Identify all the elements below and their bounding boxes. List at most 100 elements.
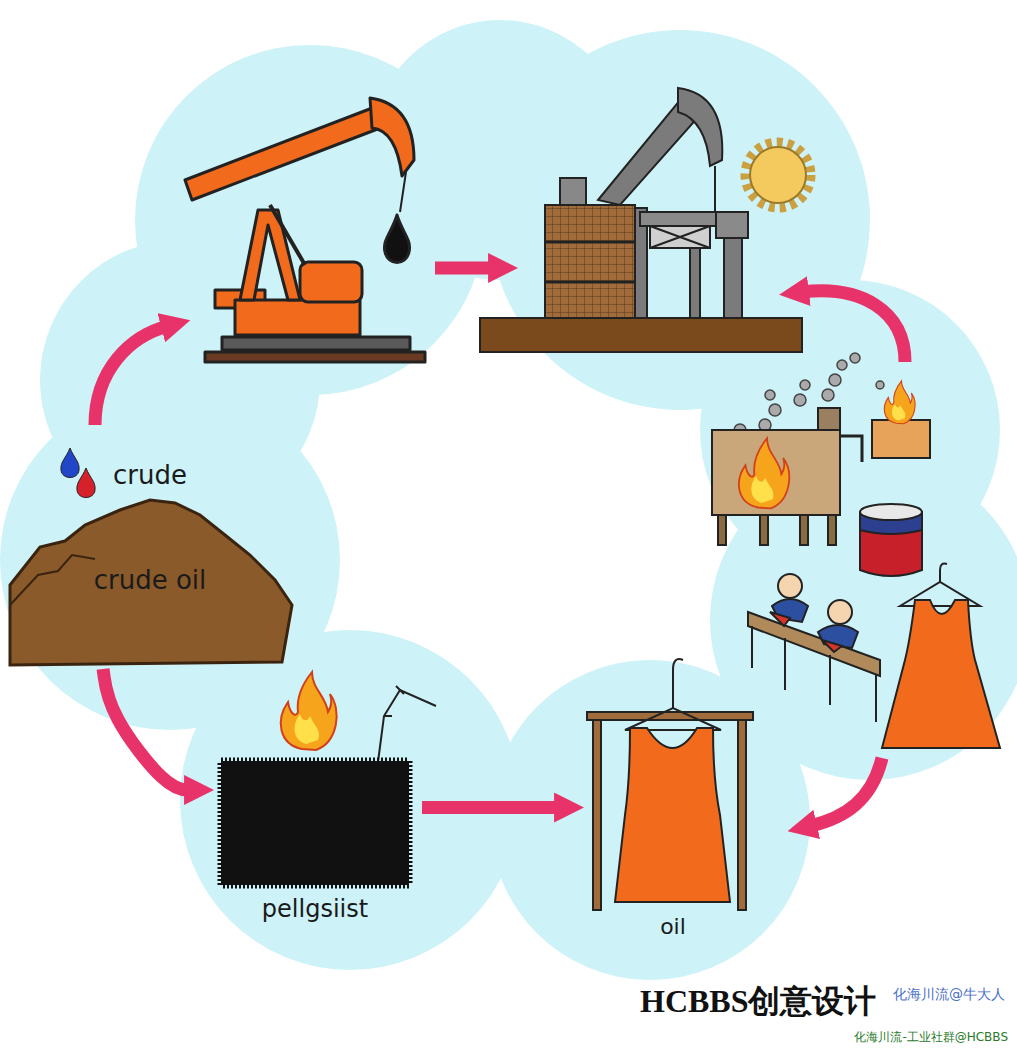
dress-on-hanger [940, 564, 947, 582]
factory [712, 353, 930, 576]
sewing-table [751, 626, 753, 668]
cycle-arrows [802, 291, 905, 362]
fire [751, 476, 773, 503]
oil-droplets [61, 448, 95, 498]
sewing-table [748, 612, 880, 676]
factory [829, 374, 841, 386]
crude-oil-node: crude crude oil [10, 455, 292, 667]
fire [281, 672, 337, 750]
dress-node: oil [585, 650, 760, 945]
sewing-table [784, 638, 786, 690]
cloud-ground [0, 20, 1017, 980]
node-label: oil [660, 914, 686, 940]
fire [739, 438, 789, 508]
factory [765, 390, 775, 400]
refinery [724, 238, 742, 318]
oil-droplets [77, 468, 95, 498]
sewing-table [748, 574, 880, 722]
factory [818, 408, 840, 432]
factory [760, 515, 768, 545]
refinery [650, 226, 710, 248]
label-holder: 化海川流-工业社群@HCBBS [854, 1030, 1008, 1044]
fire [884, 381, 915, 424]
mat-node: pellgsiist [215, 755, 420, 930]
flow-arrow [103, 669, 191, 790]
refinery [545, 205, 635, 318]
cycle-arrows [95, 326, 168, 425]
dress-on-hanger [882, 600, 1000, 748]
sewing-table [770, 612, 842, 652]
label-holder: 化海川流@牛大人 [893, 986, 1005, 1003]
sun-gear [745, 142, 811, 208]
sun-gear [750, 147, 806, 203]
cycle-arrows [435, 262, 495, 275]
factory [837, 360, 847, 370]
black-mat [221, 761, 409, 885]
fire [892, 404, 905, 421]
sun-gear [745, 142, 811, 208]
cycle-arrows [810, 758, 882, 826]
factory [860, 504, 922, 520]
sewing-table [828, 600, 852, 624]
dress-part [625, 708, 721, 730]
factory [850, 353, 860, 363]
sewing-table [829, 655, 831, 705]
factory [794, 394, 806, 406]
dress-part [673, 659, 683, 708]
refinery [650, 226, 710, 248]
refinery [716, 212, 748, 238]
pumpjack [300, 262, 362, 302]
factory [860, 512, 922, 576]
node-label: pellgsiist [262, 895, 368, 924]
cloud-ground [490, 660, 810, 980]
fire [884, 381, 915, 424]
crude-oil-mound [10, 500, 292, 665]
pumpjack [235, 300, 360, 335]
dress-part [615, 728, 730, 902]
factory [769, 404, 781, 416]
cloud-ground [40, 240, 320, 520]
pumpjack [400, 172, 406, 212]
factory [876, 381, 884, 389]
factory [800, 515, 808, 545]
dress-on-hanger [882, 564, 1000, 748]
node-shape [585, 650, 760, 945]
refinery [714, 166, 716, 212]
pumpjack [222, 337, 410, 350]
pumpjack [185, 105, 388, 200]
oil-droplets [61, 448, 79, 478]
pumpjack [370, 98, 414, 176]
dress-part [593, 712, 601, 910]
node-label: crude oil [94, 565, 207, 596]
dress-part [587, 712, 753, 720]
watermark-text: 化海川流@牛大人 [893, 986, 1005, 1003]
dress-part [738, 712, 746, 910]
sewing-table [778, 574, 802, 598]
factory [840, 436, 862, 462]
dress-rack [587, 659, 753, 910]
pipe-symbol [378, 690, 436, 762]
pumpjack [185, 98, 425, 362]
pumpjack [384, 215, 409, 263]
watermark-text: 化海川流-工业社群@HCBBS [854, 1030, 1008, 1044]
mound-ridge [10, 555, 95, 605]
refinery [678, 88, 722, 166]
factory [712, 430, 840, 515]
node-label: crude [113, 460, 187, 491]
fire [281, 672, 337, 750]
refinery [690, 248, 700, 318]
fire [739, 438, 789, 508]
refinery [480, 318, 802, 352]
sewing-table [875, 674, 877, 722]
pumpjack [270, 205, 305, 265]
factory [872, 420, 930, 458]
pumpjack [205, 352, 425, 362]
pipe-symbol [384, 686, 404, 716]
refinery [480, 88, 802, 352]
flow-arrow [422, 801, 561, 814]
refinery [560, 178, 586, 205]
refinery [545, 241, 635, 244]
